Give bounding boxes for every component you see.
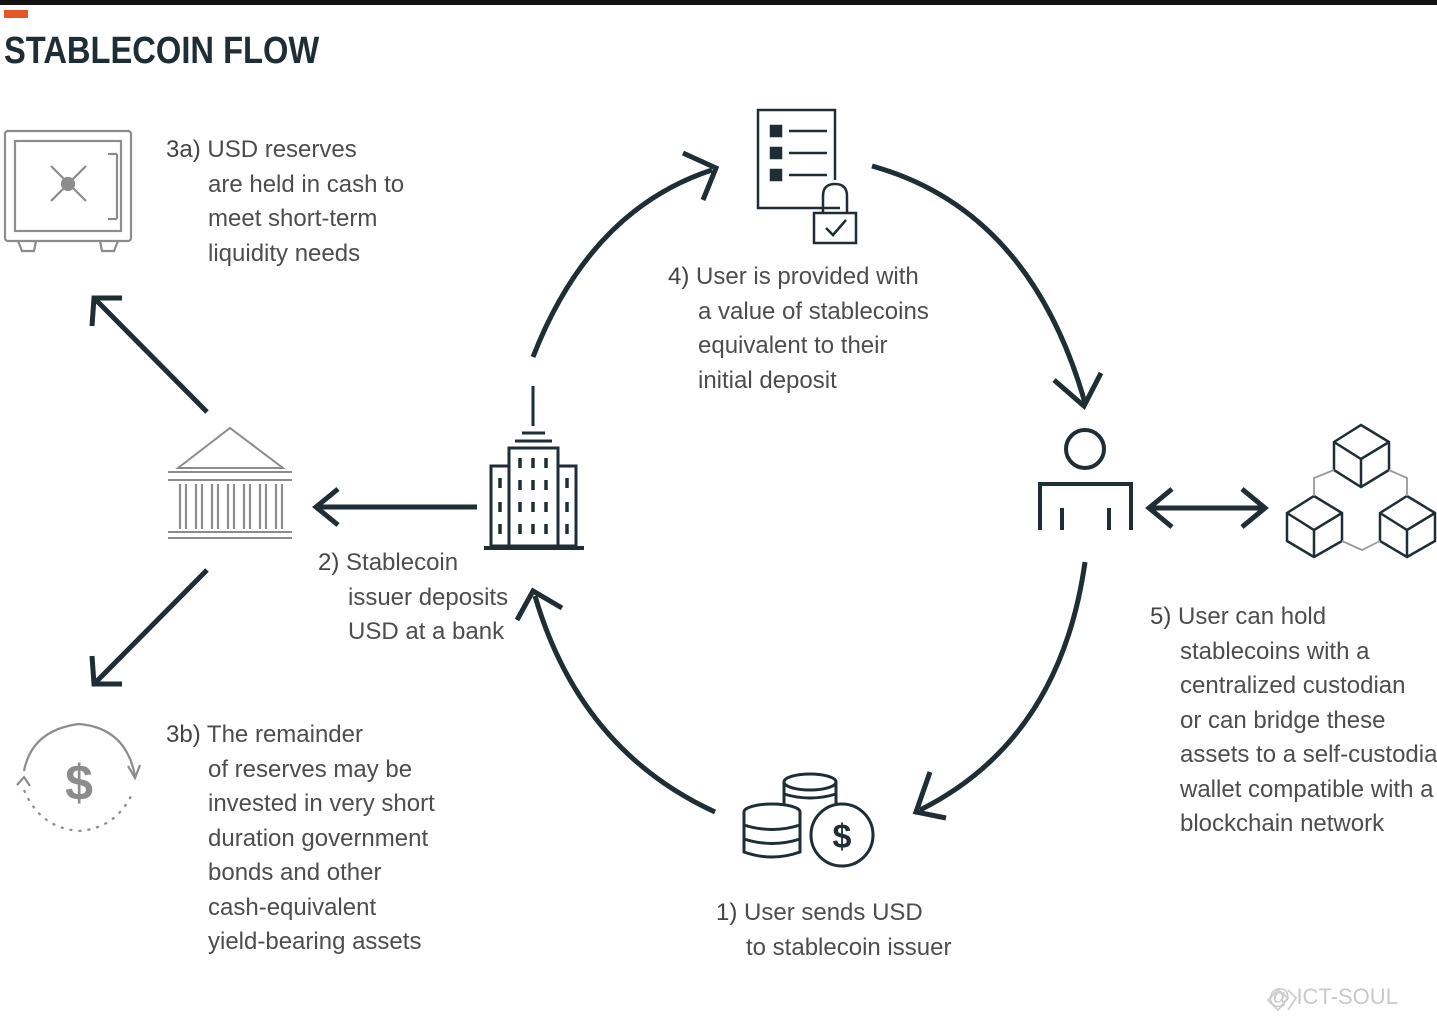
cube-left bbox=[1285, 494, 1344, 559]
arrowhead-coins bbox=[912, 771, 947, 821]
arrow-bank-to-safe bbox=[94, 298, 209, 414]
svg-text:$: $ bbox=[65, 755, 93, 811]
step-5-line: stablecoins with a bbox=[1180, 637, 1370, 665]
step-5-number: 5) bbox=[1150, 603, 1172, 630]
svg-text:$: $ bbox=[833, 818, 852, 856]
dollar-cycle-icon: $ bbox=[16, 722, 142, 833]
top-rule bbox=[0, 0, 1437, 5]
arrowhead-bank bbox=[312, 487, 340, 527]
step-4-number: 4) bbox=[668, 263, 690, 290]
arrow-bank-to-bonds bbox=[94, 568, 209, 684]
arrow-issuer-to-document bbox=[530, 167, 713, 358]
step-1-line: User sends USD bbox=[744, 899, 923, 926]
step-5-line: centralized custodian bbox=[1180, 672, 1406, 699]
step-2-line: issuer deposits bbox=[348, 583, 509, 611]
step-3a-line: USD reserves bbox=[207, 136, 357, 163]
page-title: STABLECOIN FLOW bbox=[4, 30, 320, 72]
step-3b-line: The remainder bbox=[206, 721, 363, 748]
step-3a-line: meet short-term bbox=[208, 205, 378, 232]
step-4-line: initial deposit bbox=[698, 366, 837, 394]
arrowhead-issuer bbox=[514, 587, 564, 622]
arrow-document-to-user bbox=[871, 163, 1088, 404]
step-3b-number: 3b) bbox=[166, 721, 201, 748]
step-2-line: USD at a bank bbox=[348, 618, 505, 645]
document-lock-icon bbox=[756, 108, 858, 245]
arrowhead-user bbox=[1052, 371, 1104, 410]
watermark-logo bbox=[1266, 988, 1298, 1012]
bank-icon bbox=[168, 426, 292, 539]
step-2-line: Stablecoin bbox=[346, 549, 459, 576]
blockchain-icon bbox=[1285, 423, 1437, 559]
step-3b-line: bonds and other bbox=[208, 859, 382, 886]
step-5-line: User can hold bbox=[1178, 603, 1327, 630]
step-2-text: 2) Stablecoin issuer deposits USD at a b… bbox=[318, 546, 508, 650]
step-3b-line: of reserves may be bbox=[208, 755, 413, 783]
step-1-number: 1) bbox=[716, 899, 738, 926]
step-3a-line: liquidity needs bbox=[208, 239, 361, 267]
step-3a-line: are held in cash to bbox=[208, 170, 405, 198]
step-4-line: a value of stablecoins bbox=[698, 297, 929, 325]
step-5-text: 5) User can hold stablecoins with a cent… bbox=[1150, 600, 1437, 842]
arrowhead-blockchain bbox=[1240, 487, 1269, 529]
safe-icon bbox=[3, 129, 133, 253]
step-5-line: blockchain network bbox=[1180, 810, 1385, 837]
step-4-line: User is provided with bbox=[696, 263, 919, 290]
arrowhead-user-left bbox=[1145, 487, 1174, 529]
arrowhead-bonds bbox=[89, 655, 122, 687]
step-3b-line: cash-equivalent bbox=[208, 893, 377, 921]
step-3b-line: yield-bearing assets bbox=[208, 928, 422, 955]
user-icon bbox=[1038, 428, 1133, 530]
step-3b-line: invested in very short bbox=[208, 790, 435, 817]
step-3a-number: 3a) bbox=[166, 136, 201, 163]
coins-dollar-icon: $ bbox=[742, 772, 875, 868]
step-1-text: 1) User sends USD to stablecoin issuer bbox=[716, 896, 951, 965]
cube-right bbox=[1378, 494, 1437, 559]
accent-bar bbox=[4, 10, 28, 18]
cube-top bbox=[1332, 423, 1391, 489]
step-5-line: assets to a self-custodial bbox=[1180, 741, 1437, 768]
arrow-coins-to-issuer bbox=[532, 595, 717, 815]
watermark: @ ICT-SOUL bbox=[1268, 984, 1398, 1009]
step-3a-text: 3a) USD reserves are held in cash to mee… bbox=[166, 133, 404, 271]
step-4-line: equivalent to their bbox=[698, 332, 888, 359]
step-3b-text: 3b) The remainder of reserves may be inv… bbox=[166, 718, 435, 960]
arrow-user-to-coins bbox=[918, 561, 1088, 813]
office-building-icon bbox=[484, 386, 584, 550]
step-2-number: 2) bbox=[318, 549, 340, 576]
step-1-line: to stablecoin issuer bbox=[746, 933, 952, 961]
step-5-line: wallet compatible with a bbox=[1180, 775, 1434, 803]
arrowhead-document bbox=[681, 150, 720, 201]
arrowhead-safe bbox=[89, 295, 122, 327]
step-5-line: or can bridge these bbox=[1180, 706, 1386, 734]
step-4-text: 4) User is provided with a value of stab… bbox=[668, 260, 929, 398]
step-3b-line: duration government bbox=[208, 824, 429, 852]
